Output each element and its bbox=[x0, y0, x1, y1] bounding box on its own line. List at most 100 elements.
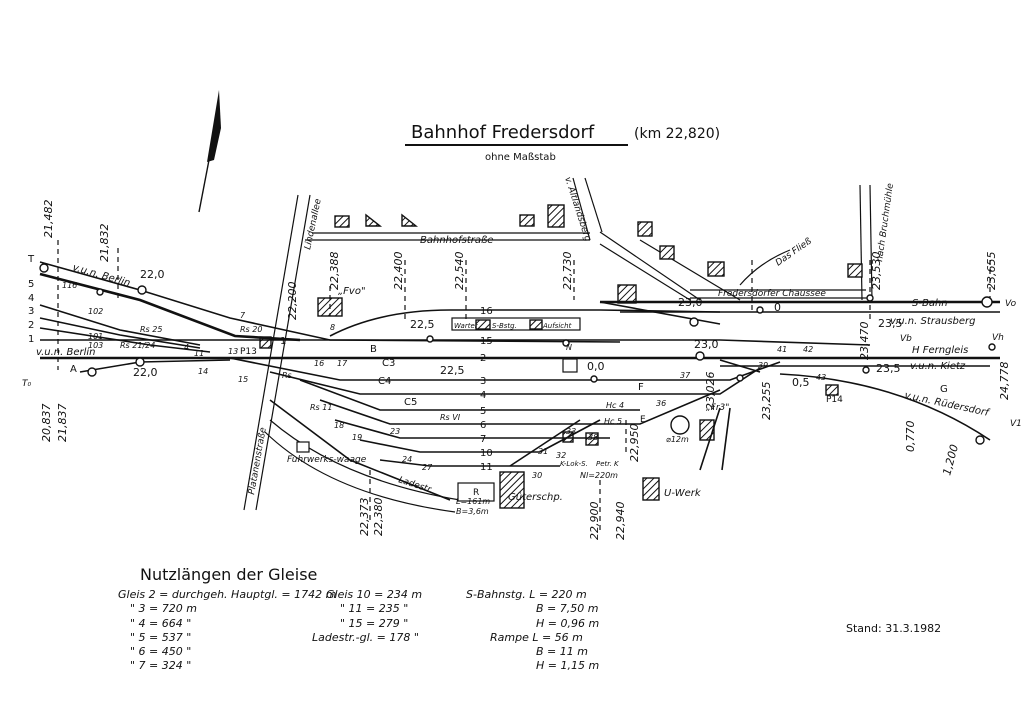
street-platanenstrasse: Platanenstraße bbox=[247, 426, 269, 495]
svg-text:24: 24 bbox=[402, 455, 412, 464]
km-22730: 22,730 bbox=[561, 252, 574, 291]
label-c3: C3 bbox=[382, 358, 395, 369]
val-0-5: 0,5 bbox=[792, 376, 810, 389]
switch-numbers: 116 102 101 103 4 11 7 8 13 14 15 16 17 … bbox=[62, 281, 826, 480]
svg-text:27: 27 bbox=[422, 463, 433, 472]
label-t0: T₀ bbox=[22, 379, 31, 389]
km-22400: 22,400 bbox=[392, 252, 405, 291]
svg-text:38: 38 bbox=[588, 433, 598, 442]
val-22-0a: 22,0 bbox=[140, 268, 165, 281]
svg-text:8: 8 bbox=[330, 323, 335, 332]
svg-text:37: 37 bbox=[680, 371, 691, 380]
label-b36: B=3,6m bbox=[456, 507, 489, 516]
label-petr-k: Petr. K bbox=[596, 460, 620, 468]
km-22373: 22,373 bbox=[358, 498, 371, 537]
svg-text:B = 11 m: B = 11 m bbox=[536, 645, 588, 658]
svg-text:43: 43 bbox=[816, 373, 826, 382]
label-vb1: Vb bbox=[900, 334, 912, 344]
label-p14: P14 bbox=[826, 395, 843, 405]
building-gueterschuppen bbox=[499, 471, 525, 509]
label-vo: Vo bbox=[1005, 299, 1017, 309]
label-rs: Rs bbox=[282, 371, 292, 380]
val-23-5b: 23,5 bbox=[876, 362, 901, 375]
label-n: N bbox=[566, 343, 572, 352]
label-aufsicht: Aufsicht bbox=[542, 322, 572, 330]
tracks bbox=[39, 261, 1000, 501]
svg-text:32: 32 bbox=[556, 451, 566, 460]
label-rs2124: Rs 21/24 bbox=[120, 341, 155, 350]
label-pt3: P13 bbox=[240, 347, 257, 357]
svg-text:7: 7 bbox=[240, 311, 246, 320]
label-hc5: Hc 5 bbox=[604, 417, 622, 426]
svg-text:36: 36 bbox=[656, 399, 666, 408]
building-uwerk bbox=[642, 477, 660, 501]
track-4: 4 bbox=[480, 390, 486, 401]
track-2: 2 bbox=[480, 353, 486, 364]
km-23530: 23,530 bbox=[870, 252, 883, 291]
km-23470: 23,470 bbox=[858, 322, 871, 361]
svg-text:19: 19 bbox=[352, 433, 362, 442]
track-10: 10 bbox=[480, 448, 493, 459]
roads bbox=[243, 177, 873, 513]
track-11: 11 bbox=[480, 462, 493, 473]
svg-text:" 4 = 664 ": " 4 = 664 " bbox=[130, 617, 191, 630]
label-gueterschp: Güterschp. bbox=[508, 492, 563, 503]
svg-text:B = 7,50 m: B = 7,50 m bbox=[536, 602, 598, 615]
svg-text:30: 30 bbox=[532, 471, 542, 480]
val-22-0b: 22,0 bbox=[133, 366, 158, 379]
svg-text:1: 1 bbox=[28, 334, 34, 345]
svg-text:5: 5 bbox=[28, 279, 34, 290]
svg-text:" 5 = 537 ": " 5 = 537 " bbox=[130, 631, 191, 644]
km-ticks bbox=[57, 240, 991, 530]
label-rsvi: Rs VI bbox=[440, 413, 461, 422]
signals bbox=[39, 263, 996, 445]
km-24778: 24,778 bbox=[998, 362, 1011, 401]
svg-text:15: 15 bbox=[238, 375, 248, 384]
svg-text:3: 3 bbox=[28, 306, 34, 317]
plan-title: Bahnhof Fredersdorf bbox=[411, 122, 595, 143]
val-23-5a: 23,5 bbox=[878, 317, 903, 330]
svg-text:23: 23 bbox=[390, 427, 400, 436]
dest-vun-berlin-main: v.u.n. Berlin bbox=[36, 347, 96, 358]
label-g: G bbox=[940, 384, 948, 395]
svg-text:2: 2 bbox=[28, 320, 34, 331]
svg-text:" 3 = 720 m: " 3 = 720 m bbox=[130, 602, 197, 615]
buildings bbox=[259, 204, 863, 509]
legend-col1: Gleis 2 = durchgeh. Hauptgl. = 1742 m " … bbox=[118, 588, 336, 672]
svg-text:42: 42 bbox=[803, 345, 813, 354]
label-e: E bbox=[640, 415, 646, 425]
km-22540: 22,540 bbox=[453, 252, 466, 291]
label-k-lok-sch: K-Lok-S. bbox=[560, 460, 588, 468]
svg-text:H = 1,15 m: H = 1,15 m bbox=[536, 659, 599, 672]
dest-sbahn: S-Bahn bbox=[912, 298, 948, 309]
svg-text:16: 16 bbox=[314, 359, 324, 368]
dest-kietz: v.u.n. Kietz bbox=[910, 361, 966, 372]
label-fvo: „Fvo" bbox=[338, 286, 366, 297]
svg-text:101: 101 bbox=[88, 332, 103, 341]
label-u-werk: U-Werk bbox=[664, 488, 702, 499]
label-v1: V1 bbox=[1010, 419, 1022, 429]
track-16: 16 bbox=[480, 306, 493, 317]
km-21482: 21,482 bbox=[42, 200, 55, 239]
km-22950: 22,950 bbox=[628, 424, 641, 463]
val-0-0: 0,0 bbox=[587, 360, 605, 373]
svg-text:T: T bbox=[27, 254, 35, 265]
stand-date: Stand: 31.3.1982 bbox=[846, 622, 941, 635]
svg-text:" 7 = 324 ": " 7 = 324 " bbox=[130, 659, 191, 672]
track-3: 3 bbox=[480, 376, 486, 387]
street-bahnhofstrasse: Bahnhofstraße bbox=[420, 235, 493, 246]
km-21837: 21,837 bbox=[56, 404, 69, 443]
label-l161: L=161m bbox=[456, 497, 490, 506]
svg-text:Gleis 2 = durchgeh. Hauptgl. =: Gleis 2 = durchgeh. Hauptgl. = 1742 m bbox=[118, 588, 336, 601]
val-22-5b: 22,5 bbox=[440, 364, 465, 377]
svg-text:103: 103 bbox=[88, 341, 103, 350]
label-hc4: Hc 4 bbox=[606, 401, 624, 410]
km-0770: 0,770 bbox=[904, 421, 917, 453]
km-21832: 21,832 bbox=[98, 224, 111, 263]
km-20837: 20,837 bbox=[40, 404, 53, 443]
km-22388: 22,388 bbox=[328, 252, 341, 291]
svg-text:H = 0,96 m: H = 0,96 m bbox=[536, 617, 599, 630]
svg-text:Ladestr.-gl. = 178 ": Ladestr.-gl. = 178 " bbox=[312, 631, 419, 644]
street-nach-bruchmuehle: nach Bruchmühle bbox=[875, 182, 896, 262]
val-23-0b: 23,0 bbox=[694, 338, 719, 351]
